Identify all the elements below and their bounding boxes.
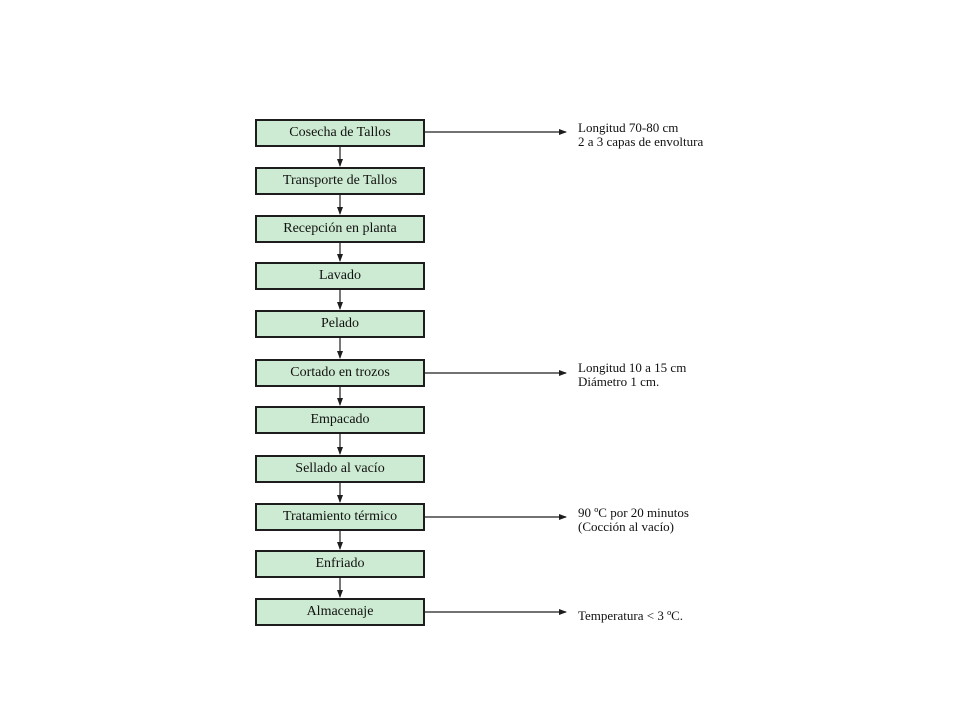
step-enfriado: Enfriado xyxy=(255,550,425,578)
note-cosecha: Longitud 70-80 cm 2 a 3 capas de envoltu… xyxy=(578,121,703,149)
step-empacado: Empacado xyxy=(255,406,425,434)
step-pelado: Pelado xyxy=(255,310,425,338)
note-cosecha-line-1: Longitud 70-80 cm xyxy=(578,120,679,135)
step-tratamiento-termico: Tratamiento térmico xyxy=(255,503,425,531)
note-cortado-line-1: Longitud 10 a 15 cm xyxy=(578,360,687,375)
note-cortado-line-2: Diámetro 1 cm. xyxy=(578,374,660,389)
note-tratamiento-line-2: (Cocción al vacío) xyxy=(578,519,675,534)
step-lavado: Lavado xyxy=(255,262,425,290)
step-recepcion-en-planta: Recepción en planta xyxy=(255,215,425,243)
note-cortado: Longitud 10 a 15 cm Diámetro 1 cm. xyxy=(578,361,686,389)
note-tratamiento: 90 ºC por 20 minutos (Cocción al vacío) xyxy=(578,506,689,534)
note-almacenaje: Temperatura < 3 ºC. xyxy=(578,609,683,623)
note-tratamiento-line-1: 90 ºC por 20 minutos xyxy=(578,505,689,520)
step-transporte-de-tallos: Transporte de Tallos xyxy=(255,167,425,195)
step-almacenaje: Almacenaje xyxy=(255,598,425,626)
note-almacenaje-line-1: Temperatura < 3 ºC. xyxy=(578,608,684,623)
note-cosecha-line-2: 2 a 3 capas de envoltura xyxy=(578,134,704,149)
step-cortado-en-trozos: Cortado en trozos xyxy=(255,359,425,387)
step-sellado-al-vacio: Sellado al vacío xyxy=(255,455,425,483)
step-cosecha-de-tallos: Cosecha de Tallos xyxy=(255,119,425,147)
